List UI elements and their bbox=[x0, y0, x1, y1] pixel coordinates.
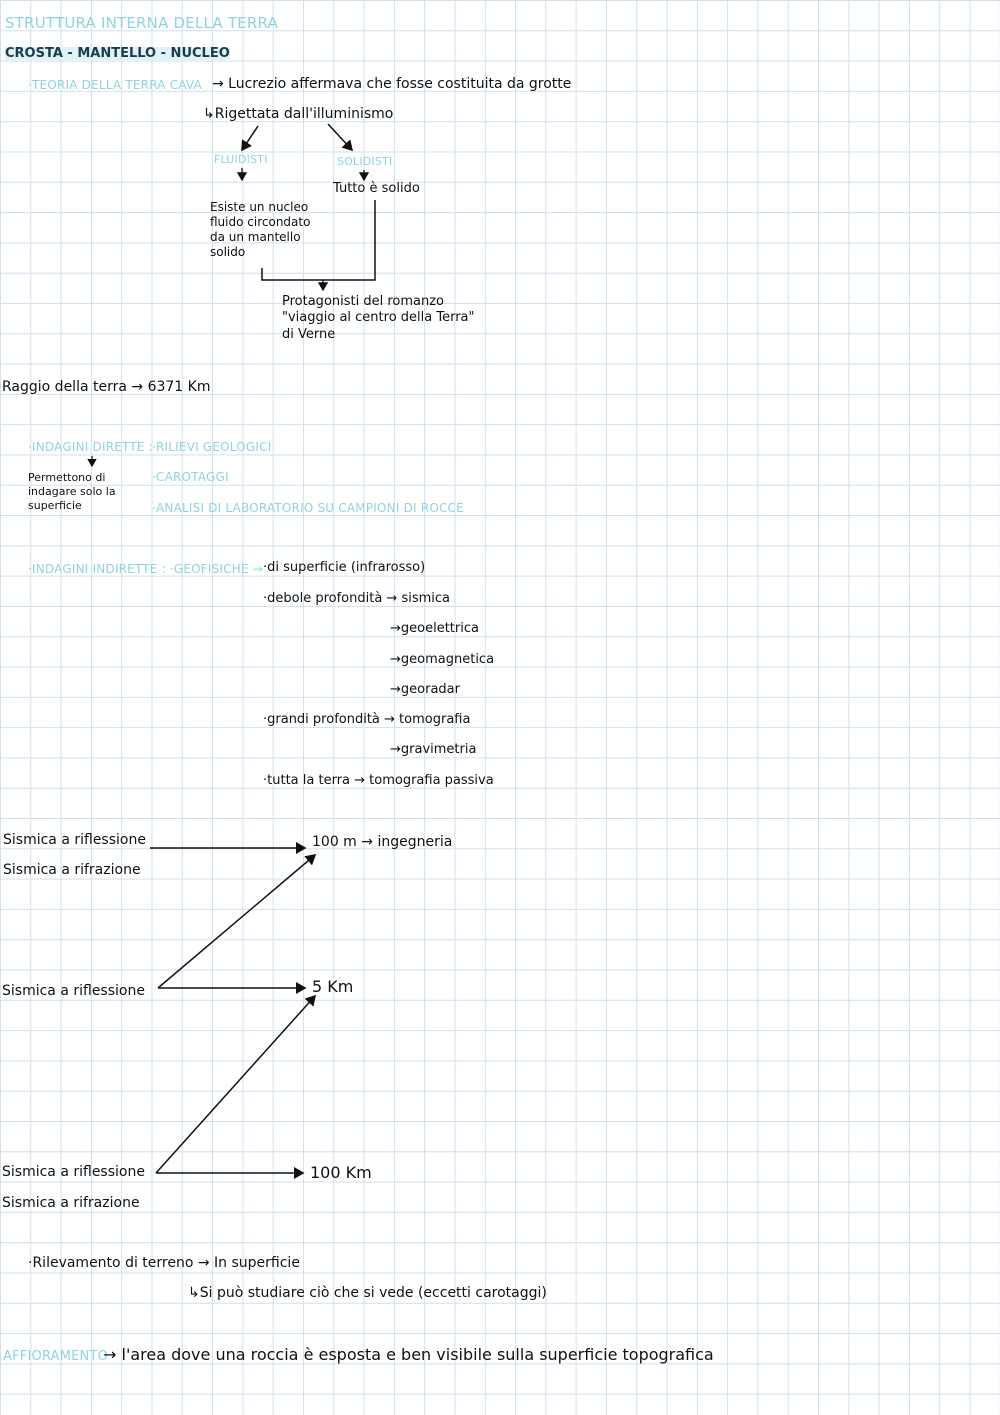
rilevamento-text: ·Rilevamento di terreno → In superficie bbox=[28, 1255, 300, 1271]
affioramento-label: AFFIORAMENTO bbox=[3, 1349, 109, 1364]
indirette-georadar: →georadar bbox=[390, 682, 460, 697]
page-subtitle: CROSTA - MANTELLO - NUCLEO bbox=[5, 46, 230, 61]
indirette-grandi: ·grandi profondità → tomografia bbox=[263, 712, 471, 727]
teoria-rigettata: ↳Rigettata dall'illuminismo bbox=[203, 106, 394, 122]
arrow-to-fluidisti bbox=[241, 125, 259, 152]
fluidisti-label: FLUIDISTI bbox=[214, 153, 268, 166]
sismica-row1-rifrazione: Sismica a rifrazione bbox=[3, 862, 141, 878]
sismica-row2-riflessione: Sismica a riflessione bbox=[2, 983, 145, 999]
rilevamento-sub: ↳Si può studiare ciò che si vede (eccett… bbox=[188, 1285, 547, 1301]
sismica-row3-riflessione: Sismica a riflessione bbox=[2, 1164, 145, 1180]
affioramento-text: → l'area dove una roccia è esposta e ben… bbox=[103, 1345, 714, 1364]
sismica-target-100m: 100 m → ingegneria bbox=[312, 834, 453, 850]
indagini-indirette-label: ·INDAGINI INDIRETTE : ·GEOFISICHE → bbox=[28, 562, 264, 576]
indirette-tutta: ·tutta la terra → tomografia passiva bbox=[263, 773, 494, 788]
indagini-dirette-item: ·RILIEVI GEOLOGICI bbox=[152, 440, 272, 454]
fluidisti-text: Esiste un nucleo fluido circondato da un… bbox=[210, 200, 311, 259]
arrow-to-solidisti bbox=[327, 123, 354, 152]
indagini-dirette-item: ·CAROTAGGI bbox=[152, 470, 229, 484]
sismica-target-100km: 100 Km bbox=[310, 1163, 372, 1182]
raggio-text: Raggio della terra → 6371 Km bbox=[2, 379, 211, 395]
indirette-geomagnetica: →geomagnetica bbox=[390, 652, 495, 667]
indirette-gravimetria: →gravimetria bbox=[390, 742, 477, 757]
arrow-diag-100m bbox=[157, 854, 317, 989]
indagini-dirette-item: ·ANALISI DI LABORATORIO SU CAMPIONI DI R… bbox=[152, 501, 464, 515]
indirette-geoelettrica: →geoelettrica bbox=[390, 621, 479, 636]
sismica-target-5km: 5 Km bbox=[312, 977, 354, 996]
page-title: STRUTTURA INTERNA DELLA TERRA bbox=[5, 14, 278, 32]
arrow-diag-5km bbox=[155, 994, 317, 1174]
bracket-join bbox=[261, 200, 376, 281]
indirette-debole: ·debole profondità → sismica bbox=[263, 591, 450, 606]
solidisti-label: SOLIDISTI bbox=[337, 155, 393, 168]
teoria-text: → Lucrezio affermava che fosse costituit… bbox=[212, 76, 572, 92]
sismica-row1-riflessione: Sismica a riflessione bbox=[3, 832, 146, 848]
indirette-superficie: ·di superficie (infrarosso) bbox=[263, 560, 426, 575]
sismica-row3-rifrazione: Sismica a rifrazione bbox=[2, 1195, 140, 1211]
protagonisti-text: Protagonisti del romanzo "viaggio al cen… bbox=[282, 294, 475, 342]
teoria-label: ·TEORIA DELLA TERRA CAVA bbox=[28, 78, 202, 92]
solidisti-text: Tutto è solido bbox=[333, 181, 420, 196]
indagini-dirette-note: Permettono di indagare solo la superfici… bbox=[28, 471, 116, 512]
indagini-dirette-label: ·INDAGINI DIRETTE : bbox=[28, 440, 153, 454]
